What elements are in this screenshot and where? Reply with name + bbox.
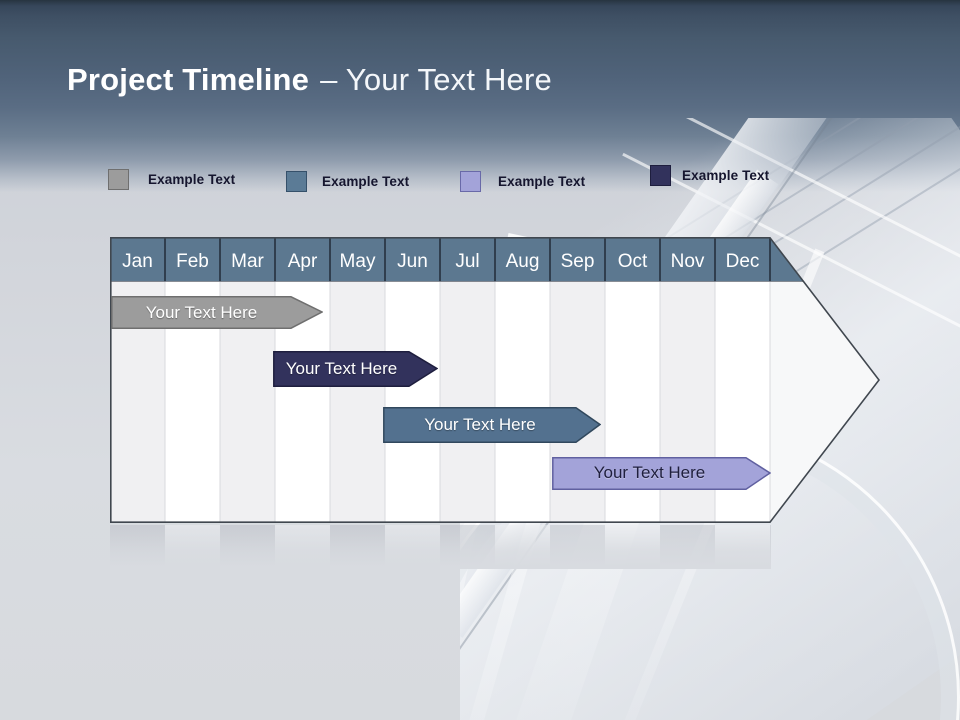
column-stripe	[165, 237, 220, 523]
gantt-bar-label: Your Text Here	[593, 463, 706, 482]
month-label: Jan	[122, 251, 153, 272]
legend-item: Example Text	[108, 169, 235, 190]
legend-label: Example Text	[148, 172, 236, 187]
gantt-bar-4: Your Text Here	[552, 457, 771, 490]
slide-title: Project Timeline – Your Text Here	[67, 62, 552, 98]
timeline-arrow-outline	[110, 237, 880, 523]
legend-label: Example Text	[322, 174, 410, 189]
legend-item: Example Text	[650, 165, 769, 186]
gantt-bar-shape	[273, 351, 438, 387]
month-label: May	[340, 251, 376, 272]
month-label: Oct	[618, 251, 648, 272]
gantt-bar-label: Your Text Here	[424, 415, 536, 434]
slide-title-rest: – Your Text Here	[320, 62, 552, 97]
gantt-bar-shape	[552, 457, 771, 490]
legend-item: Example Text	[286, 171, 409, 192]
column-stripe	[440, 237, 495, 523]
legend-swatch-gray	[108, 169, 129, 190]
month-label: Nov	[671, 251, 705, 272]
gantt-bar-3: Your Text Here	[383, 407, 601, 443]
month-label: Feb	[176, 251, 209, 272]
month-label: Jun	[397, 251, 428, 272]
gantt-bar-shape	[111, 296, 323, 329]
gantt-bar-2: Your Text Here	[273, 351, 438, 387]
timeline-arrow-svg: Jan Feb Mar Apr May Jun Jul Aug Sep Oct …	[110, 237, 880, 523]
month-label: Dec	[726, 251, 760, 272]
legend-swatch-steel-blue	[286, 171, 307, 192]
month-label: Sep	[561, 251, 595, 272]
column-stripe	[110, 237, 165, 523]
month-label: Aug	[506, 251, 540, 272]
legend-label: Example Text	[498, 174, 586, 189]
column-stripe	[220, 237, 275, 523]
month-label: Jul	[455, 251, 479, 272]
gantt-bar-shape	[383, 407, 601, 443]
header-dividers	[164, 237, 771, 281]
timeline-chart: Jan Feb Mar Apr May Jun Jul Aug Sep Oct …	[110, 237, 880, 523]
month-label: Mar	[231, 251, 264, 272]
month-labels: Jan Feb Mar Apr May Jun Jul Aug Sep Oct …	[122, 251, 759, 272]
gantt-bar-label: Your Text Here	[145, 303, 258, 322]
slide-title-emphasis: Project Timeline	[67, 62, 310, 97]
legend-swatch-light-purple	[460, 171, 481, 192]
month-label: Apr	[288, 251, 318, 272]
gantt-bar-label: Your Text Here	[285, 359, 398, 378]
gantt-bar-1: Your Text Here	[111, 296, 323, 329]
column-stripe	[495, 237, 550, 523]
timeline-reflection	[110, 525, 771, 569]
legend-label: Example Text	[682, 168, 770, 183]
legend-swatch-dark-navy	[650, 165, 671, 186]
legend-item: Example Text	[460, 171, 585, 192]
